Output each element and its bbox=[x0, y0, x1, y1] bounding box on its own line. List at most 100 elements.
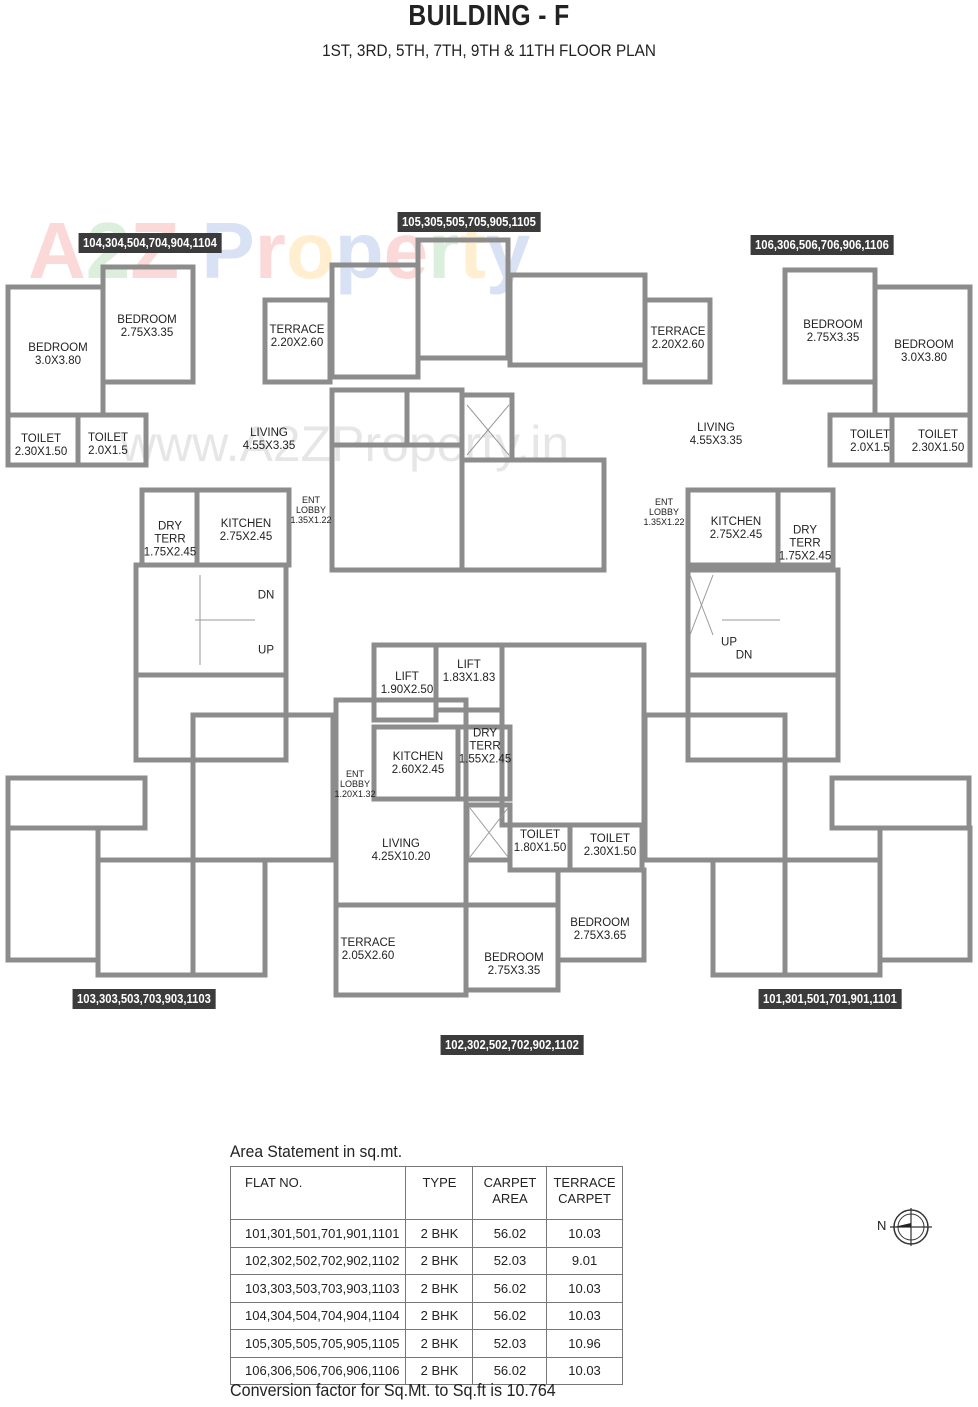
cell-type: 2 BHK bbox=[405, 1329, 474, 1358]
wall bbox=[455, 724, 513, 802]
stair-label: UP bbox=[721, 636, 737, 649]
cell-flat: 101,301,501,701,901,1101 bbox=[229, 1219, 407, 1248]
wall bbox=[190, 857, 268, 978]
wall bbox=[889, 412, 973, 468]
cell-flat: 102,302,502,702,902,1102 bbox=[229, 1246, 407, 1275]
wall bbox=[329, 262, 421, 380]
wall bbox=[333, 697, 469, 908]
wall bbox=[642, 712, 788, 863]
wall bbox=[404, 387, 465, 448]
wall bbox=[329, 442, 465, 573]
wall bbox=[459, 457, 607, 573]
wall bbox=[685, 567, 841, 678]
cell-flat: 104,304,504,704,904,1104 bbox=[229, 1301, 407, 1330]
wall bbox=[829, 775, 972, 831]
cell-type: 2 BHK bbox=[405, 1274, 474, 1303]
cell-flat: 103,303,503,703,903,1103 bbox=[229, 1274, 407, 1303]
area-statement-title: Area Statement in sq.mt. bbox=[230, 1142, 403, 1161]
unit-tag-103: 103,303,503,703,903,1103 bbox=[72, 989, 216, 1009]
duct-cross bbox=[469, 807, 509, 858]
unit-tag-105: 105,305,505,705,905,1105 bbox=[397, 212, 541, 232]
wall bbox=[100, 264, 196, 385]
cell-terrace: 10.96 bbox=[546, 1329, 623, 1358]
duct-cross bbox=[689, 574, 714, 636]
wall bbox=[329, 387, 410, 448]
stair-label: UP bbox=[258, 644, 274, 657]
cell-terrace: 9.01 bbox=[546, 1246, 623, 1275]
cell-terrace: 10.03 bbox=[546, 1274, 623, 1303]
cell-terrace: 10.03 bbox=[546, 1219, 623, 1248]
cell-flat: 105,305,505,705,905,1105 bbox=[229, 1329, 407, 1358]
page-subtitle: 1ST, 3RD, 5TH, 7TH, 9TH & 11TH FLOOR PLA… bbox=[322, 41, 656, 60]
cell-terrace: 10.03 bbox=[546, 1301, 623, 1330]
lift-shaft-cross bbox=[466, 404, 510, 456]
cell-carpet: 56.02 bbox=[472, 1301, 548, 1330]
wall bbox=[499, 642, 647, 828]
cell-type: 2 BHK bbox=[405, 1301, 474, 1330]
wall bbox=[507, 272, 648, 368]
unit-tag-104: 104,304,504,704,904,1104 bbox=[78, 233, 222, 253]
wall bbox=[555, 867, 647, 963]
wall bbox=[877, 825, 973, 963]
compass-north-label: N bbox=[877, 1218, 887, 1233]
wall bbox=[782, 857, 883, 978]
stair-label: DN bbox=[257, 589, 275, 602]
conversion-footnote: Conversion factor for Sq.Mt. to Sq.ft is… bbox=[230, 1380, 556, 1400]
page-title: BUILDING - F bbox=[408, 0, 570, 32]
wall bbox=[415, 237, 511, 361]
unit-tag-101: 101,301,501,701,901,1101 bbox=[758, 989, 902, 1009]
cell-type: 2 BHK bbox=[405, 1246, 474, 1275]
cell-carpet: 52.03 bbox=[472, 1329, 548, 1358]
wall bbox=[190, 712, 336, 863]
wall bbox=[5, 825, 101, 963]
cell-carpet: 56.02 bbox=[472, 1274, 548, 1303]
cell-carpet: 56.02 bbox=[472, 1356, 548, 1385]
floor-plan bbox=[5, 237, 973, 998]
header-type: TYPE bbox=[405, 1166, 474, 1220]
wall bbox=[642, 297, 713, 385]
wall bbox=[95, 857, 196, 978]
cell-terrace: 10.03 bbox=[546, 1356, 623, 1385]
unit-tag-102: 102,302,502,702,902,1102 bbox=[440, 1035, 584, 1055]
cell-type: 2 BHK bbox=[405, 1219, 474, 1248]
header-flat-no: FLAT NO. bbox=[229, 1166, 407, 1220]
wall bbox=[5, 775, 148, 831]
wall bbox=[710, 857, 788, 978]
cell-type: 2 BHK bbox=[405, 1356, 474, 1385]
cell-carpet: 52.03 bbox=[472, 1246, 548, 1275]
